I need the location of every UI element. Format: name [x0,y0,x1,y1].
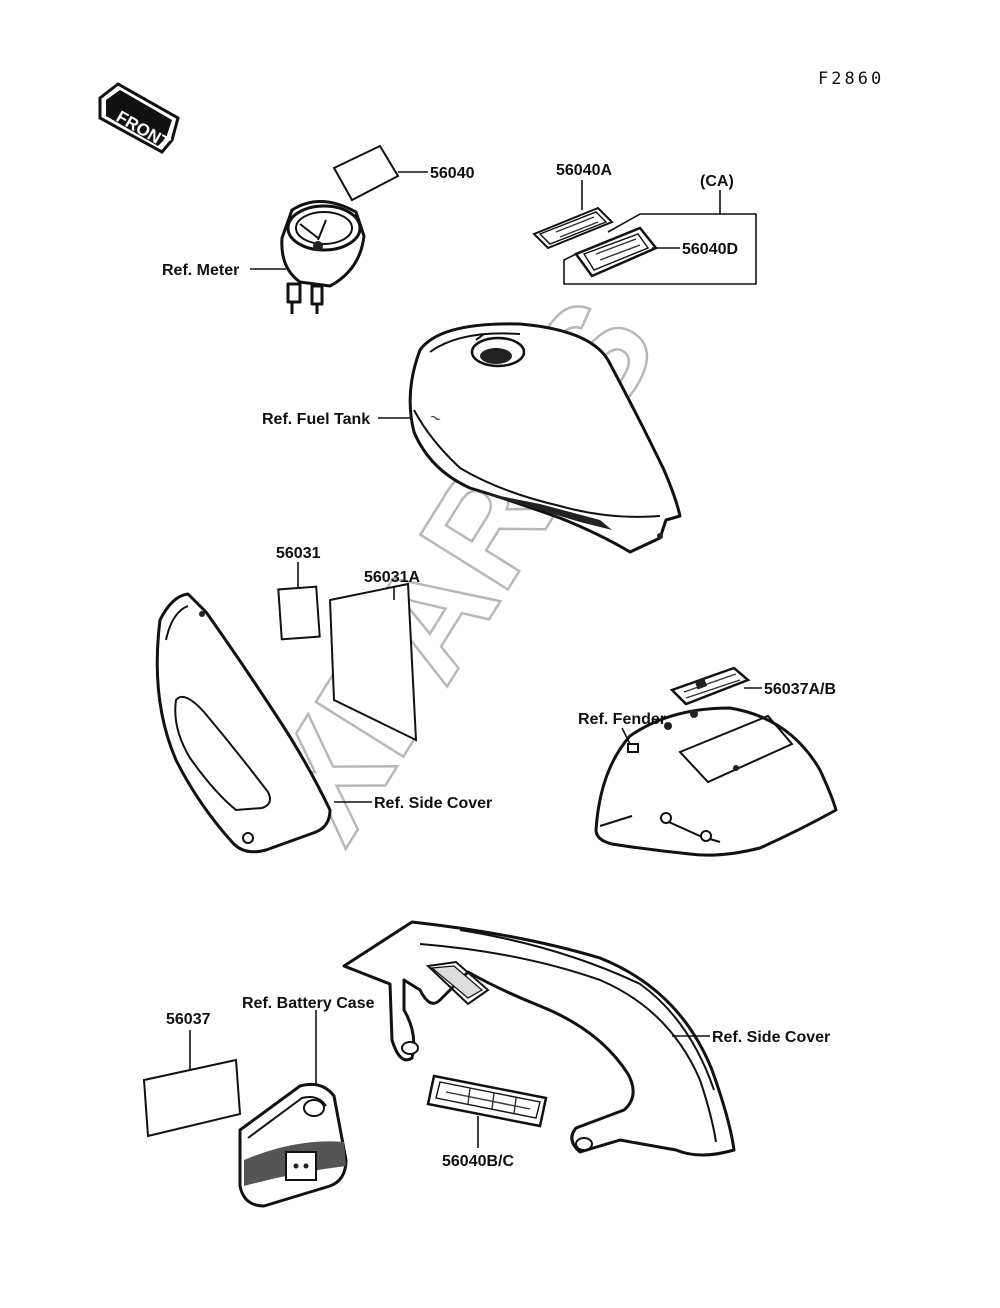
fuel-tank-part[interactable]: ~ [408,322,682,554]
fender-part[interactable] [594,706,838,857]
label-ref-side-cover-1: Ref. Side Cover [374,795,492,812]
decal-56031[interactable] [277,585,321,641]
side-cover-part-left[interactable] [155,592,332,854]
meter-part[interactable] [280,200,366,314]
label-56031: 56031 [276,545,321,562]
label-56031a: 56031A [364,569,420,586]
label-ref-fuel-tank: Ref. Fuel Tank [262,411,370,428]
decal-56031a[interactable] [328,582,418,742]
label-ca: (CA) [700,173,734,190]
front-arrow-icon: FRONT [98,82,180,154]
label-56037: 56037 [166,1011,211,1028]
label-ref-fender: Ref. Fender [578,711,666,728]
decal-56040[interactable] [332,144,400,202]
label-56040a: 56040A [556,162,612,179]
decal-56040d[interactable] [574,226,658,278]
decal-56037ab[interactable] [669,666,751,706]
label-ref-side-cover-2: Ref. Side Cover [712,1029,830,1046]
label-56040bc: 56040B/C [442,1153,514,1170]
label-56040: 56040 [430,165,475,182]
battery-case-part[interactable] [238,1082,348,1208]
label-56037ab: 56037A/B [764,681,836,698]
decal-56040a[interactable] [532,206,614,250]
label-ref-meter: Ref. Meter [162,262,239,279]
side-cover-part-right[interactable] [342,920,736,1157]
label-ref-battery-case: Ref. Battery Case [242,995,375,1012]
label-56040d: 56040D [682,241,738,258]
tank-emblem: ~ [427,407,445,428]
figure-code: F2860 [818,69,884,89]
decal-56037[interactable] [142,1058,242,1138]
decal-56040bc[interactable] [426,1074,548,1128]
